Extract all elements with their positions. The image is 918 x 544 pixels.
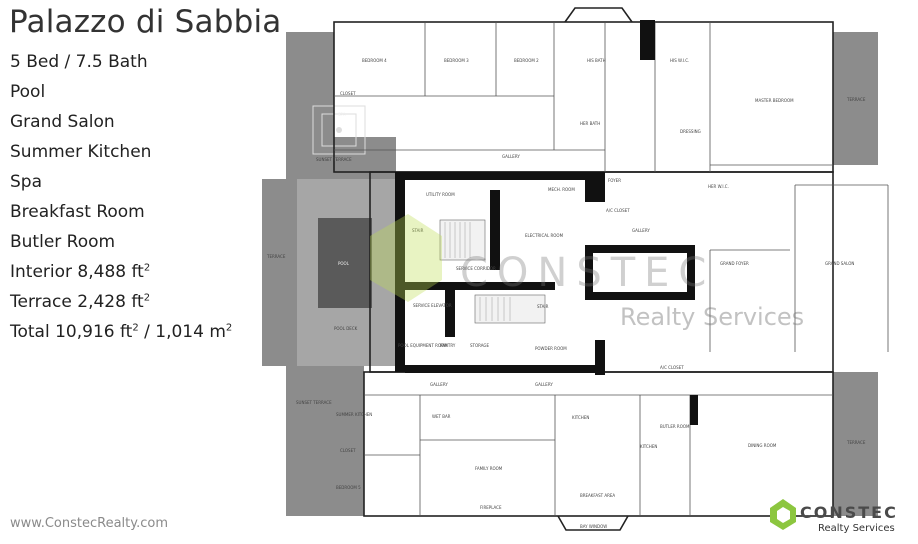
brand-subtitle: Realty Services [818, 523, 895, 534]
label-terrace-ne: TERRACE [846, 97, 866, 102]
room-master-bedroom: MASTER BEDROOM [755, 98, 794, 103]
room-family: FAMILY ROOM [475, 466, 503, 471]
room-kitchen-service: KITCHEN [640, 444, 657, 449]
feature-spa: Spa [10, 172, 42, 192]
feature-beds-baths: 5 Bed / 7.5 Bath [10, 52, 148, 72]
label-spa: SPA [338, 112, 346, 117]
room-electrical: ELECTRICAL ROOM [525, 233, 564, 238]
room-wet-bar: WET BAR [432, 414, 451, 419]
room-summer-kitchen: SUMMER KITCHEN [336, 412, 372, 417]
feature-breakfast-room: Breakfast Room [10, 202, 145, 222]
label-stair-south: STAIR [537, 304, 549, 309]
label-gallery-sw: GALLERY [430, 382, 448, 387]
terrace-top-left [286, 32, 334, 137]
page-title: Palazzo di Sabbia [9, 4, 282, 40]
label-sunset-terrace-n: SUNSET TERRACE [316, 157, 352, 162]
room-grand-salon: GRAND SALON [825, 261, 854, 266]
room-service-corridor: SERVICE CORRIDOR [456, 266, 496, 271]
room-dining: DINING ROOM [748, 443, 777, 448]
room-her-wic: HER W.I.C. [708, 184, 729, 189]
pool [318, 218, 372, 308]
room-pantry: PANTRY [440, 343, 456, 348]
room-his-bath: HIS BATH [587, 58, 606, 63]
feature-butler-room: Butler Room [10, 232, 116, 252]
watermark-logo-icon [370, 214, 442, 302]
label-gallery-north: GALLERY [502, 154, 520, 159]
room-her-bath: HER BATH [580, 121, 600, 126]
watermark-text: CONSTEC [460, 250, 716, 296]
brand-name: CONSTEC [800, 503, 898, 522]
room-utility: UTILITY ROOM [426, 192, 455, 197]
room-bedroom-4: BEDROOM 4 [362, 58, 387, 63]
label-closet-bedroom5: CLOSET [340, 448, 356, 453]
label-sunset-terrace-s: SUNSET TERRACE [296, 400, 332, 405]
stair-treads [444, 222, 511, 321]
room-bedroom-5: BEDROOM 5 [336, 485, 361, 490]
label-terrace-w: TERRACE [266, 254, 286, 259]
label-pool-deck: POOL DECK [334, 326, 358, 331]
feature-grand-salon: Grand Salon [10, 112, 115, 132]
room-his-wic: HIS W.I.C. [670, 58, 689, 63]
terrace-west [262, 179, 297, 366]
label-stair-north: STAIR [412, 228, 424, 233]
room-grand-foyer: GRAND FOYER [720, 261, 749, 266]
terrace-northeast [833, 32, 878, 165]
footer-website-link[interactable]: www.ConstecRealty.com [10, 516, 168, 531]
room-bedroom-3: BEDROOM 3 [444, 58, 469, 63]
watermark-subtext: Realty Services [620, 303, 805, 331]
terrace-southeast [833, 372, 878, 516]
label-gallery-center: GALLERY [632, 228, 650, 233]
room-pool-equipment: POOL EQUIPMENT ROOM [398, 343, 448, 348]
label-pool: POOL [338, 261, 350, 266]
label-terrace-se: TERRACE [846, 440, 866, 445]
feature-total-area: Total 10,916 ft2 / 1,014 m2 [10, 322, 233, 342]
room-foyer: FOYER [608, 178, 621, 183]
feature-pool: Pool [10, 82, 46, 102]
terrace-areas [262, 32, 878, 516]
room-dressing: DRESSING [680, 129, 701, 134]
room-powder: POWDER ROOM [535, 346, 567, 351]
label-ac-closet-s: A/C CLOSET [660, 365, 684, 370]
room-mech: MECH. ROOM [548, 187, 575, 192]
room-storage: STORAGE [470, 343, 490, 348]
feature-summer-kitchen: Summer Kitchen [10, 142, 152, 162]
sunset-terrace-south [286, 366, 364, 516]
feature-interior-area: Interior 8,488 ft2 [10, 262, 151, 282]
label-gallery-s: GALLERY [535, 382, 553, 387]
label-closet-bedroom4: CLOSET [340, 91, 356, 96]
core-walls [395, 20, 698, 425]
room-butler: BUTLER ROOM [660, 424, 690, 429]
spa [312, 105, 366, 155]
room-bedroom-2: BEDROOM 2 [514, 58, 539, 63]
label-ac-closet-n: A/C CLOSET [606, 208, 630, 213]
label-fireplace: FIREPLACE [480, 505, 502, 510]
interior-walls [334, 22, 889, 516]
label-bay-window: BAY WINDOW [580, 524, 607, 529]
feature-terrace-area: Terrace 2,428 ft2 [10, 292, 151, 312]
brand-logo-icon [770, 499, 796, 530]
room-kitchen-main: KITCHEN [572, 415, 589, 420]
room-service-elevator: SERVICE ELEVATOR [413, 303, 452, 308]
room-breakfast-area: BREAKFAST AREA [580, 493, 615, 498]
